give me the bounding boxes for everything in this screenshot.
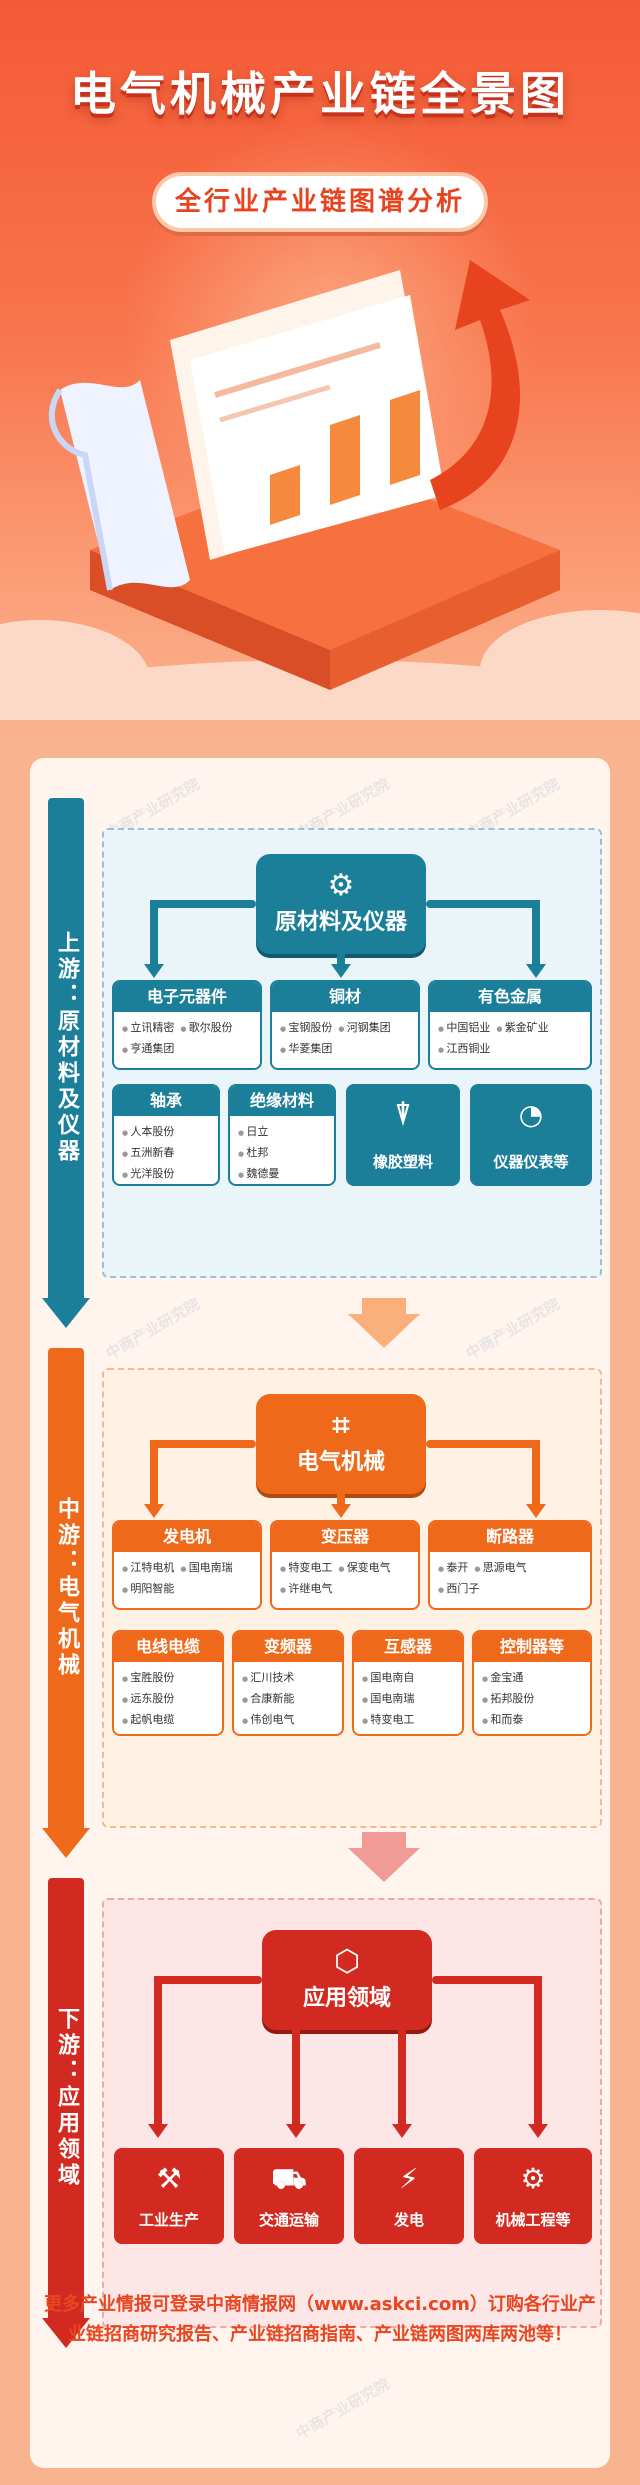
midstream-box-instrument-transformer: 互感器 国电南自国电南瑞特变电工 [352,1630,464,1736]
downstream-tile-transport: ⛟ 交通运输 [234,2148,344,2244]
footer-note: 更多产业情报可登录中商情报网（www.askci.com）订购各行业产业链招商研… [44,2294,596,2345]
midstream-box-controller: 控制器等 金宝通拓邦股份和而泰 [472,1630,592,1736]
truck-icon: ⛟ [271,2162,307,2195]
gear-blueprint-icon: ⚙ [327,868,355,903]
downstream-hub-label: 应用领域 [302,1986,391,2011]
rubber-plastic-icon: ⍒ [394,1098,412,1131]
upstream-box-bearing: 轴承 人本股份五洲新春光洋股份 [112,1084,220,1186]
midstream-box-generator: 发电机 江特电机国电南瑞明阳智能 [112,1520,262,1610]
downstream-tile-industry: ⚒ 工业生产 [114,2148,224,2244]
midstream-hub-label: 电气机械 [296,1450,385,1475]
upstream-hub-label: 原材料及仪器 [274,910,407,935]
circuit-icon: ⌗ [332,1408,350,1443]
gauge-icon: ◔ [518,1098,544,1131]
downstream-tile-engineering: ⚙ 机械工程等 [474,2148,592,2244]
flow-arrow [348,1314,420,1348]
upstream-box-insulation: 绝缘材料 日立杜邦魏德曼 [228,1084,336,1186]
page-subtitle: 全行业产业链图谱分析 [174,187,465,217]
upstream-tile-rubber: ⍒ 橡胶塑料 [346,1084,460,1186]
cube-icon: ⬡ [333,1944,361,1979]
watermark: 中商产业研究院 [292,2374,393,2443]
downstream-side-arrow [42,2318,90,2348]
factory-icon: ⚒ [156,2162,182,2195]
downstream-tile-power: ⚡ 发电 [354,2148,464,2244]
upstream-box-electronics: 电子元器件 立讯精密歌尔股份亨通集团 [112,980,262,1070]
upstream-side-label: 上游：原材料及仪器 [48,798,84,1298]
watermark: 中商产业研究院 [102,1294,203,1363]
midstream-box-cable: 电线电缆 宝胜股份远东股份起帆电缆 [112,1630,224,1736]
midstream-box-inverter: 变频器 汇川技术合康新能伟创电气 [232,1630,344,1736]
upstream-side-arrow [42,1298,90,1328]
upstream-box-copper: 铜材 宝钢股份河钢集团华菱集团 [270,980,420,1070]
watermark: 中商产业研究院 [462,1294,563,1363]
flow-arrow [348,1848,420,1882]
midstream-side-arrow [42,1828,90,1858]
downstream-hub: ⬡ 应用领域 [262,1930,432,2030]
upstream-panel: ⚙ 原材料及仪器 电子元器件 立讯精密歌尔股份亨通集团 铜材 宝钢股份河钢集团华… [102,828,602,1278]
midstream-side-label: 中游：电气机械 [48,1348,84,1828]
midstream-box-breaker: 断路器 泰开思源电气西门子 [428,1520,592,1610]
midstream-box-transformer: 变压器 特变电工保变电气许继电气 [270,1520,420,1610]
upstream-tile-instruments: ◔ 仪器仪表等 [470,1084,592,1186]
midstream-panel: ⌗ 电气机械 发电机 江特电机国电南瑞明阳智能 变压器 特变电工保变电气许继电气… [102,1368,602,1828]
chain-card: 中商产业研究院 中商产业研究院 中商产业研究院 中商产业研究院 中商产业研究院 … [30,758,610,2468]
downstream-side-label: 下游：应用领域 [48,1878,84,2318]
hero-illustration [0,260,640,720]
page-title: 电气机械产业链全景图 [70,67,570,121]
hero-banner: 电气机械产业链全景图 全行业产业链图谱分析 [0,0,640,740]
upstream-hub: ⚙ 原材料及仪器 [256,854,426,954]
subtitle-pill: 全行业产业链图谱分析 [152,172,488,232]
upstream-box-nonferrous: 有色金属 中国铝业紫金矿业江西铜业 [428,980,592,1070]
downstream-panel: ⬡ 应用领域 ⚒ 工业生产 ⛟ 交通运输 ⚡ 发电 ⚙ 机械工程等 [102,1898,602,2328]
midstream-hub: ⌗ 电气机械 [256,1394,426,1494]
machinery-icon: ⚙ [520,2162,546,2195]
power-tower-icon: ⚡ [399,2162,419,2195]
